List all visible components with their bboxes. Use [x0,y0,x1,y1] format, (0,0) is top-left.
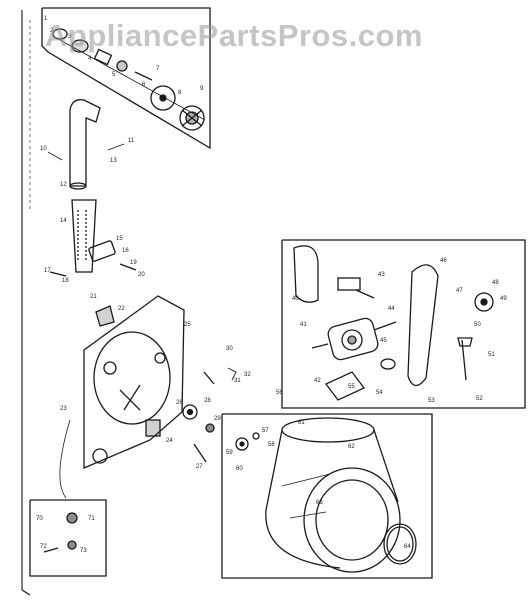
callout-20: 20 [138,272,145,278]
callout-25: 25 [184,322,191,328]
callout-4: 4 [88,56,92,62]
idler-pulley [474,292,494,312]
callout-44: 44 [388,306,395,312]
callout-13: 13 [110,158,117,164]
callout-46: 46 [440,258,447,264]
callout-55: 55 [348,384,355,390]
drum-inset [221,413,433,579]
drum-seal-ring [383,523,417,565]
exhaust-duct [47,99,125,190]
callout-62: 62 [348,444,355,450]
top-inset-blower-assembly [41,7,211,150]
tumbler-drum [265,417,401,573]
callout-9: 9 [200,86,204,92]
callout-63: 63 [316,500,323,506]
callout-22: 22 [118,306,125,312]
callout-12: 12 [60,182,67,188]
callout-56: 56 [276,390,283,396]
callout-42: 42 [314,378,321,384]
bulkhead-panel [59,295,185,499]
callout-72: 72 [40,544,47,550]
callout-29: 29 [214,416,221,422]
callout-19: 19 [130,260,137,266]
callout-27: 27 [196,464,203,470]
callout-40: 40 [292,296,299,302]
callout-59: 59 [226,450,233,456]
callout-50: 50 [474,322,481,328]
callout-30: 30 [226,346,233,352]
small-bracket [95,305,115,327]
callout-57: 57 [262,428,269,434]
callout-26: 26 [176,400,183,406]
callout-47: 47 [456,288,463,294]
callout-14: 14 [60,218,67,224]
part-callout-labels: 1 2 3 4 5 6 7 8 9 10 11 12 13 14 15 16 1… [36,16,507,554]
callout-48: 48 [492,280,499,286]
callout-43: 43 [378,272,385,278]
callout-10: 10 [40,146,47,152]
callout-73: 73 [80,548,87,554]
bottom-left-inset [29,499,107,577]
belt-loop [407,264,439,387]
callout-54: 54 [376,390,383,396]
callout-1: 1 [44,16,48,22]
drive-motor [311,317,397,361]
lint-filter-housing [49,199,137,277]
callout-53: 53 [428,398,435,404]
callout-11: 11 [128,138,135,144]
cabinet-outline [21,10,31,596]
callout-21: 21 [90,294,97,300]
callout-51: 51 [488,352,495,358]
drum-shaft-bearing [235,432,260,451]
callout-23: 23 [60,406,67,412]
drive-belt [293,245,319,303]
callout-58: 58 [268,442,275,448]
drum-bearing-parts [182,367,237,463]
callout-71: 71 [88,516,95,522]
callout-7: 7 [156,66,160,72]
callout-52: 52 [476,396,483,402]
callout-60: 60 [236,466,243,472]
callout-41: 41 [300,322,307,328]
motor-inset [281,239,526,409]
callout-49: 49 [500,296,507,302]
callout-61: 61 [298,420,305,426]
callout-16: 16 [122,248,129,254]
callout-8: 8 [178,90,182,96]
idler-arm [457,337,473,381]
callout-31: 31 [234,378,241,384]
callout-5: 5 [112,72,116,78]
callout-17: 17 [44,268,51,274]
callout-24: 24 [166,438,173,444]
callout-18: 18 [62,278,69,284]
blower-wheel [179,105,205,131]
callout-2: 2 [50,28,54,34]
callout-28: 28 [204,398,211,404]
callout-15: 15 [116,236,123,242]
callout-32: 32 [244,372,251,378]
callout-70: 70 [36,516,43,522]
callout-6: 6 [142,82,146,88]
callout-64: 64 [404,544,411,550]
callout-3: 3 [68,34,72,40]
callout-45: 45 [380,338,387,344]
